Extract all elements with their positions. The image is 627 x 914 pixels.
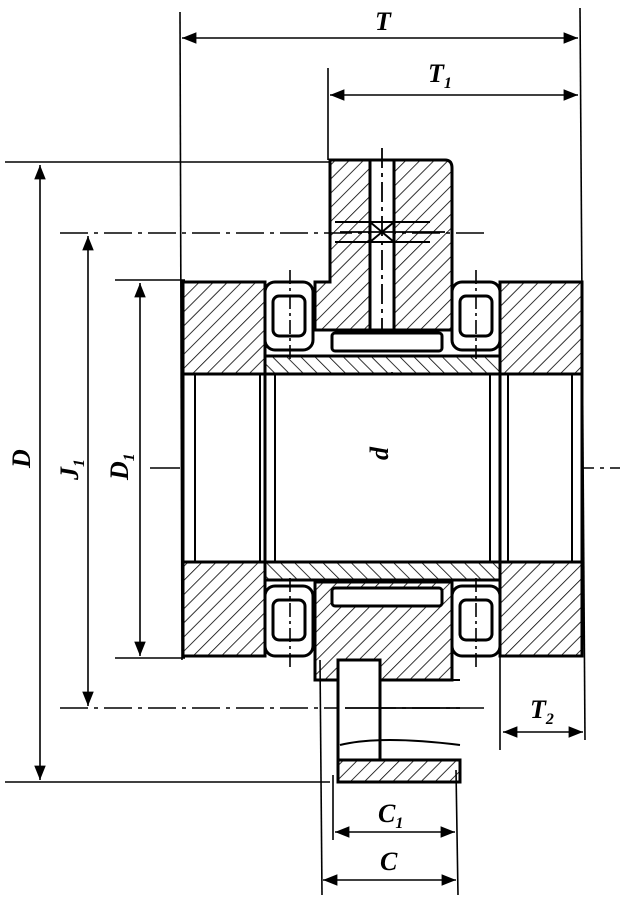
label-J1: J1: [55, 459, 88, 481]
label-T1: T1: [428, 59, 452, 92]
left-outer-ring: [181, 280, 267, 658]
label-D1: D1: [105, 453, 138, 481]
label-T: T: [375, 7, 392, 36]
label-d: d: [365, 446, 394, 460]
right-outer-ring: [498, 280, 584, 658]
label-T2: T2: [530, 695, 554, 728]
rollers: [263, 270, 502, 668]
dimension-lines: [5, 7, 620, 896]
upper-housing: [313, 148, 454, 353]
inner-sleeve: [263, 354, 502, 582]
lower-housing: [313, 580, 462, 784]
label-D: D: [7, 449, 36, 469]
dimension-labels: T T1 D J1 D1 d T2 C1 C: [7, 7, 554, 876]
label-C: C: [380, 847, 398, 876]
label-C1: C1: [378, 799, 403, 832]
